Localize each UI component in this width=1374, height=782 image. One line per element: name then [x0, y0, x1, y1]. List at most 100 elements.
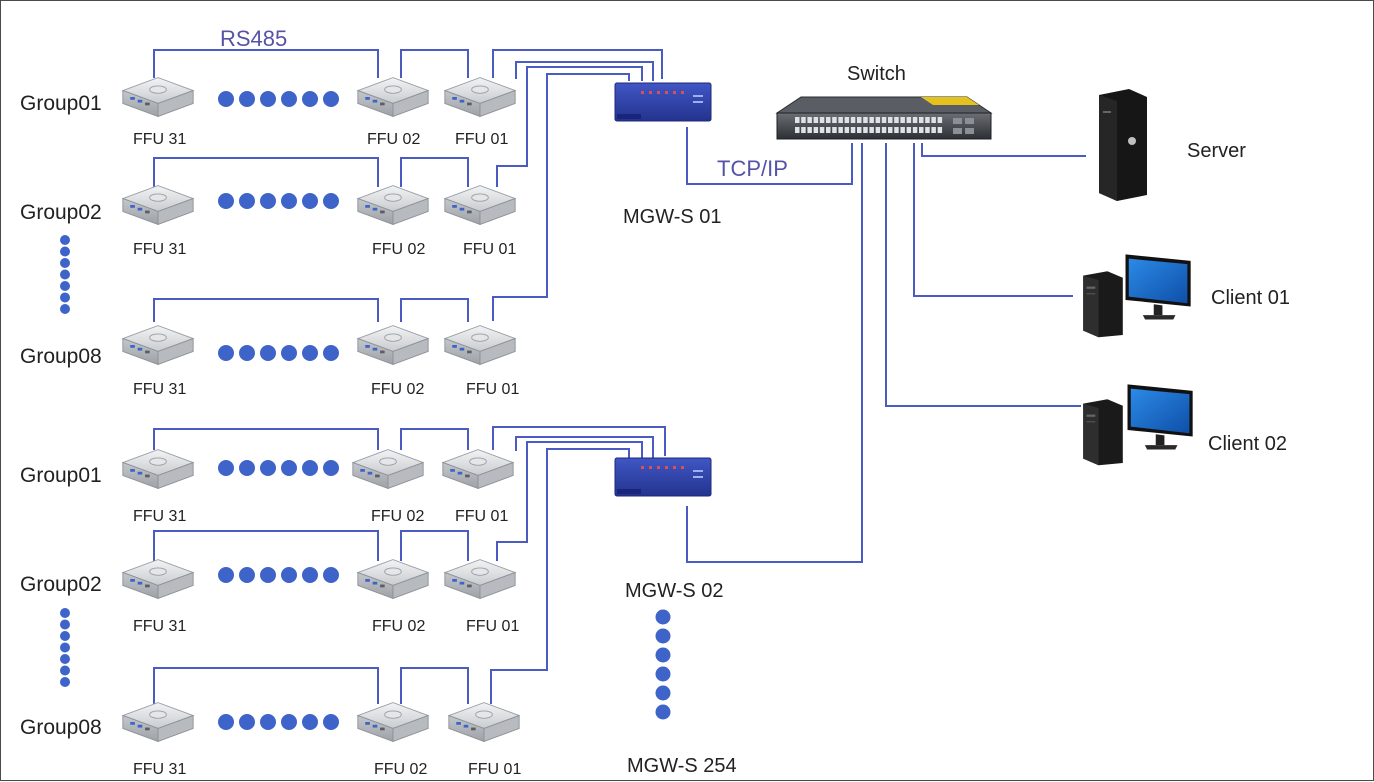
- ellipsis-dot: [281, 567, 297, 583]
- ellipsis-dot: [239, 460, 255, 476]
- ffu-01-icon: [444, 77, 516, 117]
- ellipsis-dot: [281, 714, 297, 730]
- ellipsis-dot: [60, 665, 70, 676]
- ellipsis-dot: [260, 460, 276, 476]
- gateway-02-label: MGW-S 02: [625, 580, 724, 602]
- rs485-loop-wire: [400, 667, 469, 704]
- tower-server-icon: [1099, 89, 1147, 201]
- ellipsis-dot: [655, 609, 671, 625]
- ellipsis-dot: [655, 685, 671, 701]
- group-label-top-01: Group01: [20, 92, 102, 115]
- rs485-loop-wire: [400, 157, 469, 187]
- ellipsis-dot: [323, 567, 339, 583]
- group-label-bottom-02: Group02: [20, 573, 102, 596]
- gateway-link-wire: [492, 49, 663, 79]
- ellipsis-dot: [60, 642, 70, 653]
- ellipsis-dot: [60, 677, 70, 687]
- tcpip-wire: [913, 143, 1073, 297]
- ellipsis-dot: [218, 714, 234, 730]
- client-02-monitor-icon: [1127, 384, 1193, 450]
- gateway-link-wire: [492, 73, 630, 321]
- ellipsis-dot: [239, 91, 255, 107]
- ffu-31-icon: [122, 77, 194, 117]
- ellipsis-dot: [239, 193, 255, 209]
- ffu-01-icon: [444, 185, 516, 225]
- ffu-01-label: FFU 01: [466, 381, 520, 398]
- ffu-02-label: FFU 02: [374, 761, 428, 778]
- ellipsis-dot: [302, 193, 318, 209]
- ellipsis-dot: [260, 567, 276, 583]
- ffu-01-icon: [442, 449, 514, 489]
- ellipsis-dot: [60, 292, 70, 303]
- rs485-loop-wire: [153, 298, 379, 322]
- gateway-link-wire: [515, 61, 654, 81]
- ffu-01-label: FFU 01: [466, 618, 520, 635]
- ellipsis-dot: [218, 91, 234, 107]
- ffu-01-label: FFU 01: [468, 761, 522, 778]
- ellipsis-dot: [302, 567, 318, 583]
- server-label: Server: [1187, 140, 1246, 162]
- ffu-31-label: FFU 31: [133, 241, 187, 258]
- ffu-31-icon: [122, 449, 194, 489]
- ellipsis-dot: [60, 269, 70, 280]
- ellipsis-dot: [218, 567, 234, 583]
- ellipsis-dot: [60, 619, 70, 630]
- ellipsis-dot: [323, 345, 339, 361]
- rs485-loop-wire: [400, 530, 469, 561]
- ellipsis-dot: [60, 608, 70, 618]
- rs485-loop-wire: [400, 428, 469, 450]
- ffu-01-icon: [448, 702, 520, 742]
- rs485-loop-wire: [153, 49, 379, 78]
- tcpip-wire: [921, 143, 1086, 157]
- ffu-01-label: FFU 01: [455, 508, 509, 525]
- ffu-02-icon: [357, 559, 429, 599]
- ellipsis-dot: [218, 460, 234, 476]
- ellipsis-dot: [655, 704, 671, 720]
- ellipsis-dot: [302, 91, 318, 107]
- ellipsis-dot: [239, 567, 255, 583]
- ffu-31-label: FFU 31: [133, 761, 187, 778]
- ffu-02-icon: [357, 325, 429, 365]
- tcpip-label: TCP/IP: [717, 156, 788, 181]
- ffu-31-icon: [122, 702, 194, 742]
- ffu-02-icon: [357, 185, 429, 225]
- tcpip-wire: [686, 143, 863, 563]
- ellipsis-dot: [260, 91, 276, 107]
- ellipsis-dot: [323, 714, 339, 730]
- tcpip-wire: [885, 143, 1081, 407]
- ffu-31-label: FFU 31: [133, 618, 187, 635]
- ellipsis-dot: [60, 246, 70, 257]
- rs485-label: RS485: [220, 26, 288, 51]
- ellipsis-dot: [260, 193, 276, 209]
- switch-label: Switch: [847, 63, 906, 85]
- rs485-loop-wire: [400, 298, 469, 322]
- ffu-01-icon: [444, 559, 516, 599]
- client-02-tower-icon: [1083, 399, 1123, 466]
- ffu-01-icon: [444, 325, 516, 365]
- ellipsis-dot: [239, 714, 255, 730]
- ellipsis-dot: [323, 460, 339, 476]
- ellipsis-dot: [281, 91, 297, 107]
- ellipsis-dot: [218, 193, 234, 209]
- ellipsis-dot: [260, 714, 276, 730]
- ellipsis-dot: [281, 193, 297, 209]
- rs485-loop-wire: [153, 428, 379, 450]
- ellipsis-dot: [239, 345, 255, 361]
- ellipsis-dot: [60, 258, 70, 268]
- ffu-01-label: FFU 01: [463, 241, 517, 258]
- gateway-01-label: MGW-S 01: [623, 206, 722, 228]
- ffu-31-label: FFU 31: [133, 508, 187, 525]
- group-label-top-02: Group02: [20, 201, 102, 224]
- ffu-31-icon: [122, 185, 194, 225]
- ellipsis-dot: [60, 654, 70, 664]
- rs485-loop-wire: [400, 49, 469, 78]
- gateway-01-icon: [614, 82, 712, 122]
- ffu-31-label: FFU 31: [133, 381, 187, 398]
- group-label-bottom-01: Group01: [20, 464, 102, 487]
- ellipsis-dot: [281, 460, 297, 476]
- gateway-254-label: MGW-S 254: [627, 755, 737, 777]
- ellipsis-dot: [323, 91, 339, 107]
- ellipsis-dot: [323, 193, 339, 209]
